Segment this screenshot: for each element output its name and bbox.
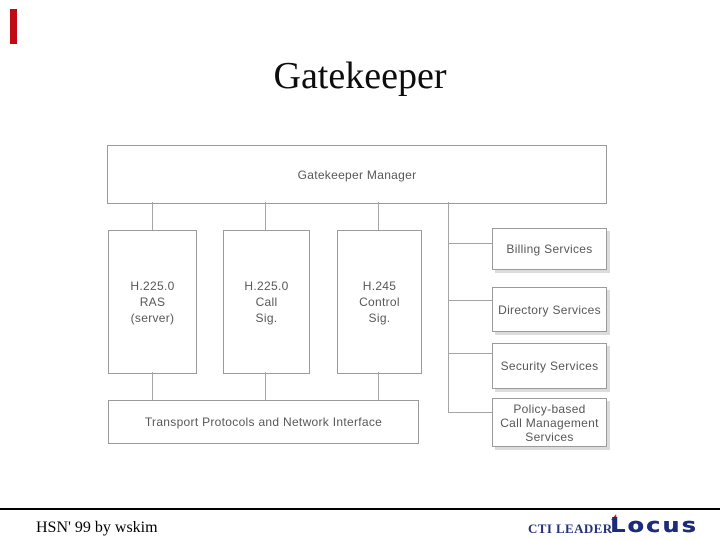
- slide-title: Gatekeeper: [273, 55, 447, 97]
- security-services-box: Security Services: [492, 343, 607, 389]
- connector-manager-callsig: [265, 202, 266, 230]
- cti-leader-label: CTI LEADER: [528, 521, 613, 536]
- gatekeeper-manager-box: Gatekeeper Manager: [107, 145, 607, 204]
- policy-line1: Policy-based: [513, 401, 586, 416]
- connector-callsig-transport: [265, 372, 266, 400]
- gatekeeper-manager-label: Gatekeeper Manager: [297, 167, 417, 182]
- policy-line2: Call Management: [500, 415, 599, 430]
- connector-ras-transport: [152, 372, 153, 400]
- footer-divider: [0, 508, 720, 510]
- locus-logo-text: Locus: [610, 513, 698, 537]
- connector-policy-branch: [448, 412, 492, 413]
- h225-callsig-line3: Sig.: [255, 311, 278, 325]
- billing-services-label: Billing Services: [506, 242, 593, 256]
- directory-services-label: Directory Services: [498, 302, 601, 317]
- connector-security-branch: [448, 353, 492, 354]
- transport-network-box: Transport Protocols and Network Interfac…: [108, 400, 419, 444]
- directory-services-box: Directory Services: [492, 287, 607, 332]
- footer-credit: HSN' 99 by wskim: [36, 519, 158, 536]
- security-services-label: Security Services: [500, 359, 599, 373]
- h245-control-line3: Sig.: [368, 311, 391, 325]
- h225-ras-line2: RAS: [139, 295, 166, 309]
- h245-control-line2: Control: [359, 295, 400, 309]
- slide-accent-bar: [10, 9, 17, 44]
- h225-callsig-line2: Call: [255, 295, 278, 309]
- h245-control-line1: H.245: [362, 279, 397, 293]
- connector-manager-control: [378, 202, 379, 230]
- h225-ras-box: H.225.0 RAS (server): [108, 230, 197, 374]
- connector-billing-branch: [448, 243, 492, 244]
- h225-ras-line3: (server): [130, 311, 175, 325]
- policy-call-management-box: Policy-based Call Management Services: [492, 398, 607, 447]
- h225-callsig-box: H.225.0 Call Sig.: [223, 230, 310, 374]
- billing-services-box: Billing Services: [492, 228, 607, 270]
- h245-control-box: H.245 Control Sig.: [337, 230, 422, 374]
- policy-line3: Services: [525, 429, 574, 444]
- connector-manager-ras: [152, 202, 153, 230]
- connector-control-transport: [378, 372, 379, 400]
- h225-callsig-line1: H.225.0: [244, 279, 289, 293]
- transport-network-label: Transport Protocols and Network Interfac…: [144, 415, 383, 429]
- locus-logo: Locus: [610, 513, 710, 537]
- h225-ras-line1: H.225.0: [130, 279, 175, 293]
- connector-services-trunk: [448, 202, 449, 413]
- connector-directory-branch: [448, 300, 492, 301]
